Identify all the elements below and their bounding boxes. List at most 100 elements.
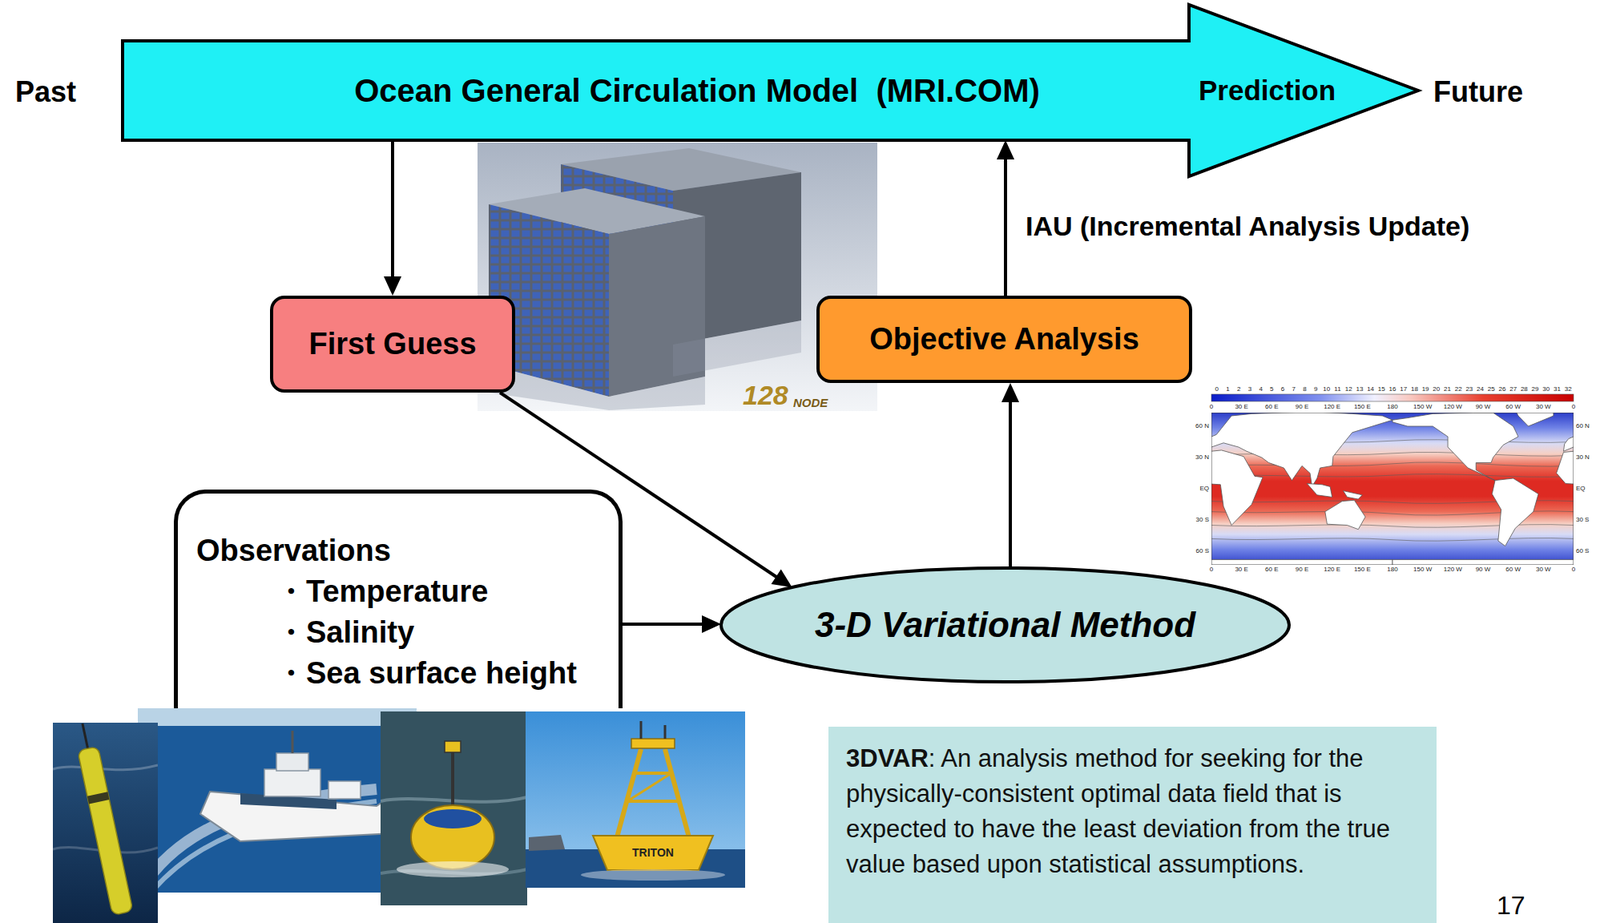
- ship-photo-part: [276, 753, 309, 771]
- argo-float-photo-part: [72, 722, 133, 915]
- map-axis-label: 30 W: [1535, 403, 1552, 411]
- map-axis-label: 0: [1571, 565, 1576, 573]
- ellipse-label: 3-D Variational Method: [814, 604, 1196, 646]
- arrow-line: [1003, 156, 1008, 296]
- map-axis-label: 23: [1465, 385, 1473, 393]
- map-axis-label: 180: [1386, 565, 1398, 573]
- map-axis-label: 30 E: [1234, 403, 1248, 411]
- map-axis-label: 120 W: [1443, 565, 1463, 573]
- sst-map-part-part: [1211, 412, 1574, 565]
- arrow-head: [771, 569, 793, 588]
- map-axis-label: 11: [1334, 385, 1341, 393]
- arrow-line: [390, 140, 395, 280]
- arrow-head: [383, 276, 402, 296]
- ship-photo-part: [264, 769, 321, 797]
- map-axis-label: 22: [1454, 385, 1463, 393]
- map-axis-label: 32: [1564, 385, 1572, 393]
- method-ellipse: 3-D Variational Method: [719, 566, 1291, 684]
- map-axis-label: 27: [1509, 385, 1517, 393]
- map-axis-label: 30 S: [1575, 515, 1589, 524]
- argo-float-photo-part-part: [82, 723, 89, 751]
- sst-map-part-part-part-part: [1342, 491, 1363, 500]
- supercomputer-picture-part: [488, 364, 706, 411]
- map-axis-label: EQ: [1575, 484, 1586, 492]
- map-axis-label: 30 E: [1234, 565, 1248, 573]
- map-axis-label: 150 E: [1354, 403, 1371, 411]
- argo-float-photo-part-part: [77, 746, 133, 916]
- sst-map-part-part-part-part: [1211, 474, 1574, 478]
- triton-buoy-photo-part: [634, 771, 672, 775]
- box-label: Objective Analysis: [869, 321, 1140, 359]
- band-tip-label: Prediction: [1198, 74, 1336, 107]
- map-axis-label: 8: [1302, 385, 1306, 393]
- map-axis-label: 60 W: [1505, 565, 1521, 573]
- map-axis-label: 120 E: [1323, 403, 1341, 411]
- timeline-label: Future: [1433, 75, 1524, 109]
- box-label: First Guess: [308, 326, 476, 363]
- map-axis-label: 60 E: [1265, 565, 1278, 573]
- arrow-head: [701, 615, 722, 633]
- arrow-head: [1001, 382, 1020, 403]
- buoy-photo-part: [423, 809, 482, 829]
- map-axis-label: 17: [1399, 385, 1407, 393]
- triton-buoy-photo-part: [525, 711, 746, 888]
- list-item: ・Temperature: [275, 571, 488, 613]
- ellipse-outline: [721, 568, 1290, 682]
- map-axis-label: 60 W: [1505, 403, 1521, 411]
- map-axis-label: 4: [1258, 385, 1262, 393]
- arrow-line: [1008, 398, 1012, 569]
- buoy-photo-part: [411, 805, 495, 870]
- observations-box: Observations・Temperature・Salinity・Sea su…: [173, 489, 623, 709]
- arrow-head: [996, 140, 1015, 160]
- triton-buoy-photo-part: [664, 725, 667, 739]
- triton-buoy-photo-part: [580, 869, 726, 881]
- model-band-arrow: Ocean General Circulation Model (MRI.COM…: [122, 40, 1419, 141]
- argo-float-photo: [52, 722, 158, 923]
- sst-map-part-part-part-part: [1325, 499, 1366, 529]
- map-axis-label: 120 W: [1443, 403, 1463, 411]
- map-axis-label: 25: [1487, 385, 1496, 393]
- map-axis-label: 20: [1432, 385, 1440, 393]
- sst-map-part-part-part: [1211, 412, 1393, 565]
- map-axis-label: 5: [1269, 385, 1274, 393]
- flow-arrow: [383, 140, 402, 296]
- map-axis-label: 26: [1499, 385, 1507, 393]
- triton-buoy-photo-part: [592, 835, 714, 871]
- ship-photo-part: [137, 708, 417, 726]
- map-axis-label: 12: [1345, 385, 1353, 393]
- map-axis-label: EQ: [1199, 484, 1210, 492]
- buoy-photo-part: [380, 711, 528, 906]
- map-axis-label: 18: [1410, 385, 1419, 393]
- map-axis-label: 150 E: [1354, 565, 1371, 573]
- map-axis-label: 3: [1248, 385, 1252, 393]
- flow-arrow: [996, 140, 1015, 296]
- map-axis-label: 0: [1215, 385, 1219, 393]
- map-axis-label: 30 N: [1195, 453, 1210, 461]
- map-axis-label: 14: [1366, 385, 1375, 393]
- map-axis-label: 150 W: [1413, 565, 1432, 573]
- page-number: 17: [1496, 890, 1526, 921]
- note-term: 3DVAR: [846, 744, 929, 773]
- sst-map-part-part-part-part: [1211, 559, 1393, 565]
- map-axis-label: 29: [1531, 385, 1540, 393]
- triton-buoy-photo-part: [664, 749, 690, 838]
- map-axis-label: 0: [1571, 403, 1576, 411]
- map-axis-label: 180: [1386, 403, 1398, 411]
- triton-buoy-photo: [525, 711, 746, 888]
- map-axis-label: 30 S: [1196, 515, 1210, 524]
- map-axis-label: 0: [1209, 565, 1214, 573]
- list-item: ・Salinity: [275, 612, 415, 653]
- map-axis-label: 60 S: [1196, 547, 1210, 555]
- map-axis-label: 0: [1209, 403, 1214, 411]
- sst-map-part-part-part-part: [1211, 450, 1263, 526]
- list-item: ・Sea surface height: [275, 652, 577, 694]
- sst-map-part-part-part-part: [1211, 538, 1574, 542]
- sst-map-part-part-part-part: [1211, 462, 1574, 467]
- sst-map-part: [1211, 412, 1574, 565]
- buoy-photo-part: [396, 861, 509, 878]
- map-axis-label: 15: [1378, 385, 1386, 393]
- buoy-photo: [380, 711, 528, 906]
- map-axis-label: 150 W: [1413, 403, 1432, 411]
- map-axis-label: 16: [1389, 385, 1397, 393]
- edge-label: IAU (Incremental Analysis Update): [1025, 210, 1470, 242]
